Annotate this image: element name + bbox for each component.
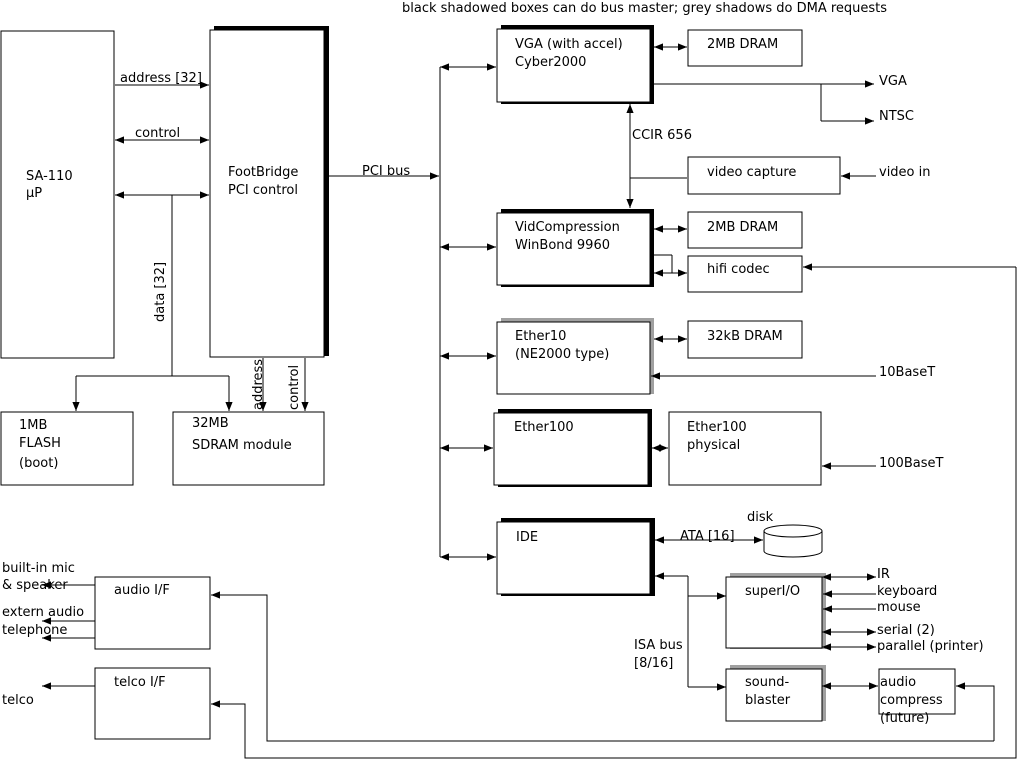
soundblaster-label-2: blaster [745,693,791,708]
ether10-label-2: (NE2000 type) [515,347,609,362]
hundredbase-label: 100BaseT [879,456,943,471]
flash-label-1: 1MB [19,418,47,433]
mic-label-2: & speaker [2,578,68,593]
ether10-dram-label: 32kB DRAM [707,329,783,344]
sdram-label-1: 32MB [192,416,229,431]
footbridge-sublabel: PCI control [228,183,298,198]
keyboard-label: keyboard [877,584,937,599]
ether10-dram-box [687,320,803,359]
extern-audio-label: extern audio [2,605,84,620]
superio-box [725,576,823,649]
ir-label: IR [877,567,890,582]
ether100-phy-box [668,411,822,486]
disk-icon [763,524,823,558]
vidcomp-dram-box [687,211,803,249]
flash-label-3: (boot) [19,456,58,471]
sdram-label-2: SDRAM module [192,438,292,453]
audio-compress-box [878,668,956,715]
cpu-sublabel: μP [26,186,42,201]
disk-label: disk [747,510,774,525]
audio-compress-label-1: audio [880,675,916,690]
ide-box [496,521,651,595]
vga-label-1: VGA (with accel) [515,37,623,52]
ether100-phy-label-1: Ether100 [687,420,747,435]
ether100-label: Ether100 [514,420,574,435]
hifi-codec-box [687,255,803,293]
audio-if-box [94,576,211,650]
sdram-control-label: control [287,365,302,410]
audio-compress-label-2: compress [880,693,943,708]
hifi-codec-label: hifi codec [707,262,770,277]
video-capture-label: video capture [707,165,796,180]
cpu-label: SA-110 [26,169,73,184]
parallel-label: parallel (printer) [877,639,984,654]
audio-loop-line [211,591,994,742]
diagram-caption: black shadowed boxes can do bus master; … [402,1,887,16]
flash-box [0,411,134,486]
ether10-box [496,321,651,395]
ide-label: IDE [516,530,538,545]
sdram-box [172,411,325,486]
cpu-box [0,30,115,359]
mouse-label: mouse [877,600,921,615]
vga-label-2: Cyber2000 [515,55,586,70]
vidcomp-label-1: VidCompression [515,220,620,235]
vga-dram-box [687,29,803,67]
ether100-box [493,412,649,486]
tenbase-label: 10BaseT [879,365,935,380]
address-bus-label: address [32] [120,71,202,86]
telco-if-box [94,667,211,740]
footbridge-label: FootBridge [228,165,298,180]
compress-loop-arrow [956,682,995,741]
control-bus-label: control [135,126,180,141]
telco-if-label: telco I/F [114,675,166,690]
ether100-phy-label-2: physical [687,438,740,453]
vidcomp-label-2: WinBond 9960 [515,238,610,253]
flash-label-2: FLASH [19,436,61,451]
vga-dram-label: 2MB DRAM [707,37,778,52]
isa-bus-label-1: ISA bus [634,638,683,653]
soundblaster-box [725,668,823,722]
video-in-label: video in [879,165,931,180]
footbridge-box [209,29,325,358]
vidcomp-dram-label: 2MB DRAM [707,220,778,235]
sdram-address-label: address [251,359,266,410]
telephone-label: telephone [2,623,67,638]
audio-compress-label-3: (future) [880,711,929,726]
video-capture-box [687,156,841,195]
mic-label-1: built-in mic [2,561,75,576]
audio-if-label: audio I/F [114,583,170,598]
ata-label: ATA [16] [680,529,735,544]
serial-label: serial (2) [877,623,935,638]
ntsc-out-label: NTSC [879,109,914,124]
superio-label: superI/O [745,584,800,599]
data-bus-label: data [32] [153,262,168,322]
pci-bus-label: PCI bus [362,164,410,179]
vga-out-label: VGA [879,74,907,89]
telco-loop-line [211,267,1017,759]
vidcomp-box [496,212,651,286]
telco-label: telco [2,693,34,708]
vga-box [496,28,651,103]
isa-bus-label-2: [8/16] [634,656,673,671]
ether10-label-1: Ether10 [515,329,566,344]
ccir-label: CCIR 656 [632,128,692,143]
soundblaster-label-1: sound- [745,675,789,690]
